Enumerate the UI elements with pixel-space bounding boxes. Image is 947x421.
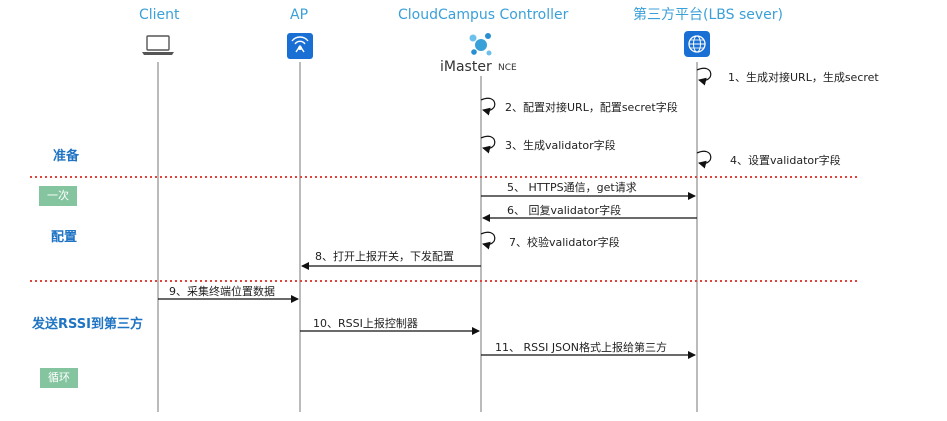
self-loop-step-4 — [696, 150, 712, 169]
logo-brand-text: iMaster — [440, 59, 492, 75]
badge-loop: 循环 — [40, 368, 78, 388]
wifi-ap-icon — [287, 33, 313, 59]
step-label-7: 7、校验validator字段 — [509, 236, 620, 249]
participant-lbs: 第三方平台(LBS sever) — [633, 7, 783, 23]
step-label-9: 9、采集终端位置数据 — [169, 285, 275, 298]
laptop-icon — [142, 35, 174, 55]
participant-ap: AP — [290, 7, 309, 23]
self-loop-step-1 — [696, 67, 712, 86]
self-loop-step-2 — [480, 97, 496, 116]
phase-label-send: 发送RSSI到第三方 — [32, 317, 143, 332]
logo-product-text: NCE — [498, 63, 517, 73]
step-label-10: 10、RSSI上报控制器 — [313, 317, 418, 330]
participant-controller: CloudCampus Controller — [398, 7, 569, 23]
self-loop-step-7 — [480, 231, 496, 250]
step-label-1: 1、生成对接URL，生成secret — [728, 71, 879, 84]
step-label-11: 11、 RSSI JSON格式上报给第三方 — [495, 341, 667, 354]
step-label-6: 6、 回复validator字段 — [507, 204, 622, 217]
self-loop-step-3 — [480, 135, 496, 154]
step-label-5: 5、 HTTPS通信，get请求 — [507, 181, 637, 194]
step-label-4: 4、设置validator字段 — [730, 154, 841, 167]
imaster-nce-logo-icon — [469, 33, 492, 56]
badge-once: 一次 — [39, 186, 77, 206]
step-label-3: 3、生成validator字段 — [505, 139, 616, 152]
participant-client: Client — [139, 7, 180, 23]
phase-label-config: 配置 — [51, 230, 78, 245]
step-label-2: 2、配置对接URL，配置secret字段 — [505, 101, 678, 114]
step-label-8: 8、打开上报开关，下发配置 — [315, 250, 454, 263]
globe-server-icon — [684, 31, 710, 57]
phase-label-prepare: 准备 — [53, 149, 80, 164]
